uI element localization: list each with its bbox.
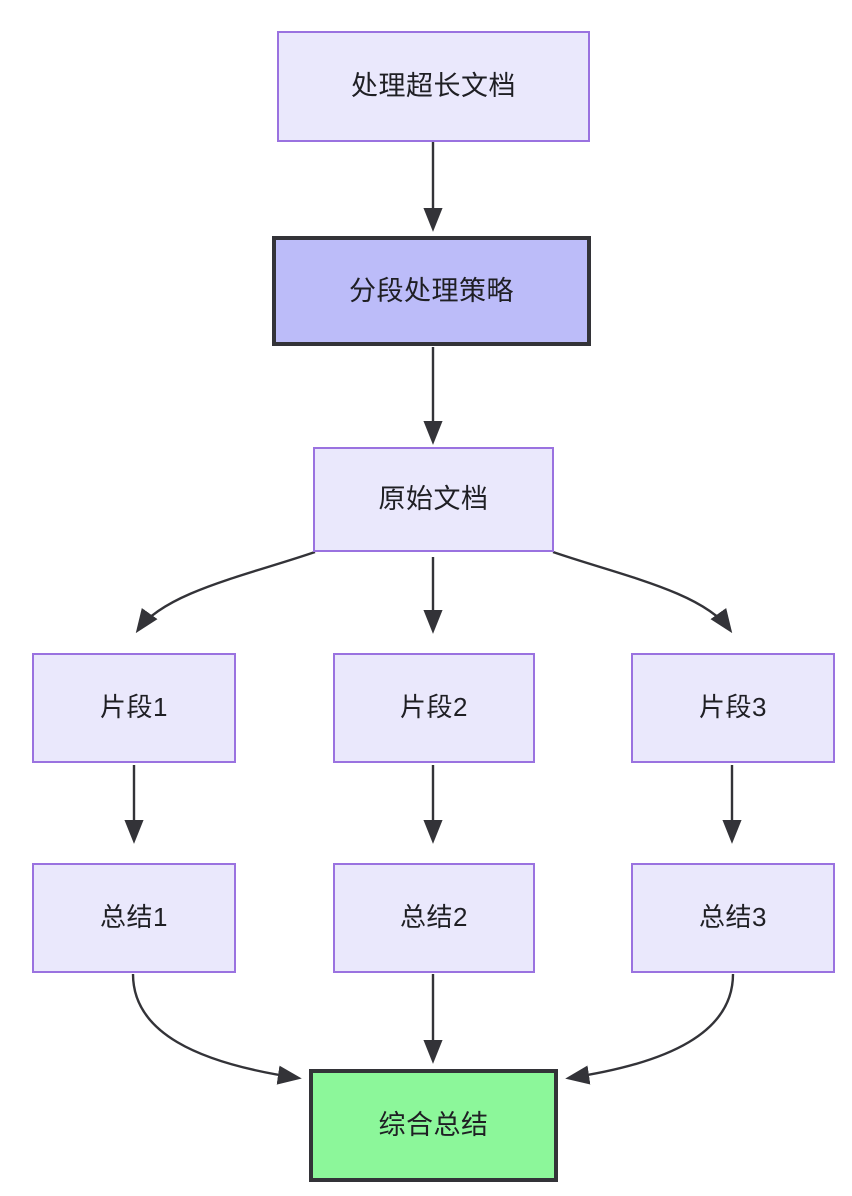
node-chunk3[interactable]: 片段3: [631, 653, 835, 763]
node-chunk1-label: 片段1: [100, 692, 168, 723]
edge-source-chunk3: [552, 550, 733, 634]
node-summary2-label: 总结2: [400, 902, 468, 933]
node-summary1[interactable]: 总结1: [32, 863, 236, 973]
node-source[interactable]: 原始文档: [313, 447, 554, 552]
node-source-label: 原始文档: [378, 484, 489, 515]
node-chunk2-label: 片段2: [400, 692, 468, 723]
node-summary1-label: 总结1: [100, 902, 168, 933]
node-chunk2[interactable]: 片段2: [333, 653, 535, 763]
edge-source-chunk1: [135, 550, 316, 634]
node-chunk1[interactable]: 片段1: [32, 653, 236, 763]
edge-summary1-final: [131, 973, 302, 1085]
node-doc[interactable]: 处理超长文档: [277, 31, 590, 142]
node-final-label: 综合总结: [378, 1110, 489, 1141]
node-chunk3-label: 片段3: [699, 692, 767, 723]
node-summary3[interactable]: 总结3: [631, 863, 835, 973]
edge-summary3-final: [565, 973, 735, 1085]
node-strategy[interactable]: 分段处理策略: [272, 236, 591, 346]
node-doc-label: 处理超长文档: [351, 71, 516, 102]
node-summary2[interactable]: 总结2: [333, 863, 535, 973]
node-summary3-label: 总结3: [699, 902, 767, 933]
node-strategy-label: 分段处理策略: [349, 275, 514, 306]
node-final[interactable]: 综合总结: [309, 1069, 558, 1182]
